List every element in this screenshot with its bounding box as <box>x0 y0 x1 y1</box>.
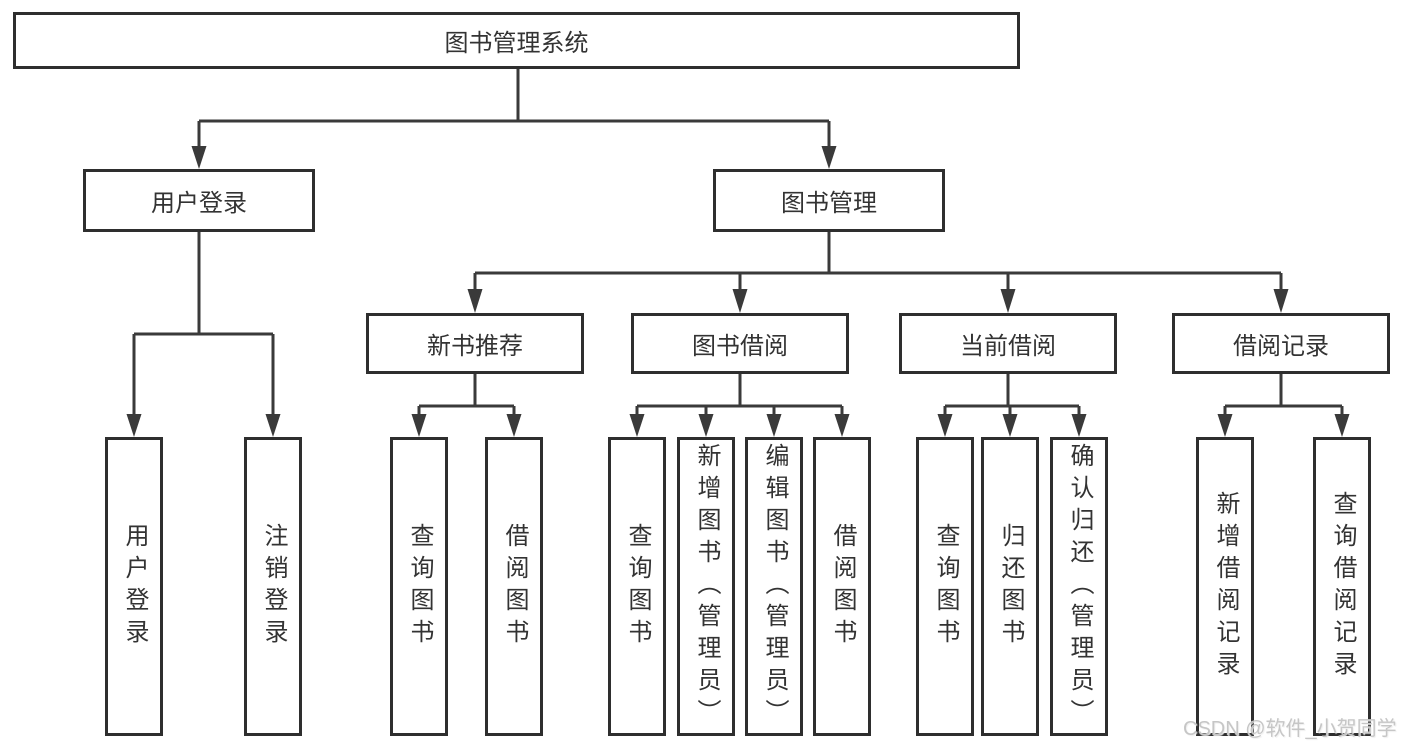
leaf-records-add-record: 新增借阅记录 <box>1196 437 1254 736</box>
leaf-recommend-query-book-label: 查询图书 <box>406 522 433 651</box>
leaf-current-confirm-return-admin-label: 确认归还（管理员） <box>1066 442 1093 731</box>
leaf-user-login-label: 用户登录 <box>121 522 148 651</box>
node-new-book-recommend: 新书推荐 <box>366 313 584 374</box>
leaf-current-return-book: 归还图书 <box>981 437 1039 736</box>
node-user-login-label: 用户登录 <box>151 190 247 217</box>
node-borrow-records: 借阅记录 <box>1172 313 1390 374</box>
connector-borrow-records-children <box>1217 374 1350 437</box>
leaf-current-query-book-label: 查询图书 <box>932 522 959 651</box>
leaf-borrow-borrow-book: 借阅图书 <box>813 437 871 736</box>
leaf-borrow-edit-book-admin-label: 编辑图书（管理员） <box>761 442 788 731</box>
connector-book-management-children <box>467 232 1289 313</box>
node-book-management: 图书管理 <box>713 169 945 232</box>
leaf-records-query-record-label: 查询借阅记录 <box>1329 490 1356 683</box>
node-book-borrow-label: 图书借阅 <box>692 333 788 360</box>
node-user-login: 用户登录 <box>83 169 315 232</box>
connector-user-login-children <box>126 232 281 437</box>
leaf-borrow-edit-book-admin: 编辑图书（管理员） <box>745 437 803 736</box>
leaf-current-confirm-return-admin: 确认归还（管理员） <box>1050 437 1108 736</box>
leaf-current-query-book: 查询图书 <box>916 437 974 736</box>
node-new-book-recommend-label: 新书推荐 <box>427 333 523 360</box>
leaf-logout-label: 注销登录 <box>260 522 287 651</box>
leaf-borrow-borrow-book-label: 借阅图书 <box>829 522 856 651</box>
csdn-watermark: CSDN @软件_小贺同学 <box>1183 718 1397 740</box>
leaf-user-login: 用户登录 <box>105 437 163 736</box>
leaf-borrow-add-book-admin-label: 新增图书（管理员） <box>693 442 720 731</box>
connector-new-book-recommend-children <box>411 374 522 437</box>
leaf-records-query-record: 查询借阅记录 <box>1313 437 1371 736</box>
connector-root-to-level2 <box>191 69 837 169</box>
node-book-management-label: 图书管理 <box>781 190 877 217</box>
node-root-system-label: 图书管理系统 <box>444 30 589 57</box>
leaf-logout: 注销登录 <box>244 437 302 736</box>
node-borrow-records-label: 借阅记录 <box>1233 333 1329 360</box>
node-book-borrow: 图书借阅 <box>631 313 849 374</box>
leaf-borrow-add-book-admin: 新增图书（管理员） <box>677 437 735 736</box>
connector-current-borrow-children <box>937 374 1087 437</box>
leaf-current-return-book-label: 归还图书 <box>997 522 1024 651</box>
node-current-borrow-label: 当前借阅 <box>960 333 1056 360</box>
leaf-recommend-borrow-book: 借阅图书 <box>485 437 543 736</box>
leaf-borrow-query-book-label: 查询图书 <box>624 522 651 651</box>
leaf-records-add-record-label: 新增借阅记录 <box>1212 490 1239 683</box>
connector-book-borrow-children <box>629 374 850 437</box>
leaf-borrow-query-book: 查询图书 <box>608 437 666 736</box>
leaf-recommend-borrow-book-label: 借阅图书 <box>501 522 528 651</box>
node-current-borrow: 当前借阅 <box>899 313 1117 374</box>
leaf-recommend-query-book: 查询图书 <box>390 437 448 736</box>
node-root-system: 图书管理系统 <box>13 12 1020 69</box>
